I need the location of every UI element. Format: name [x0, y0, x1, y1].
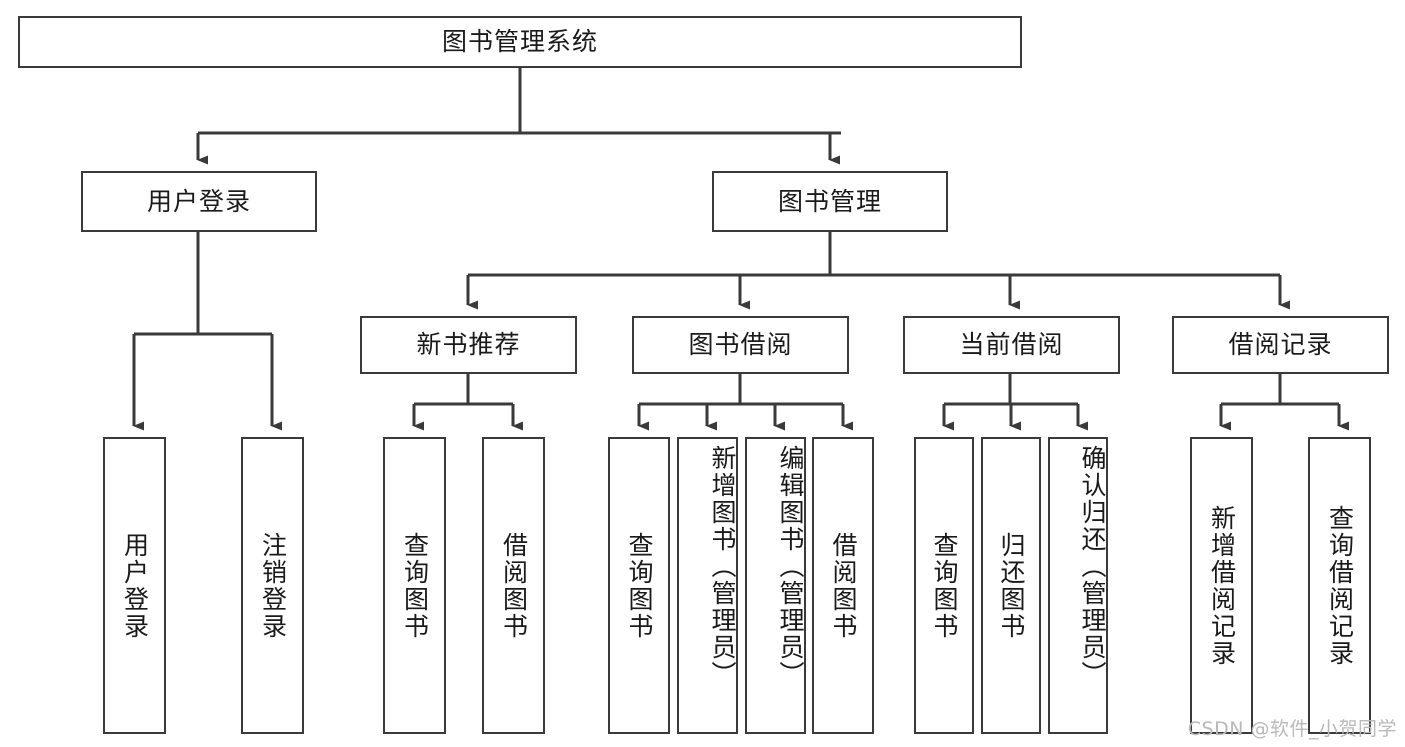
- leaf-node-confirm-return-admin[interactable]: 确认归还（管理员）: [1048, 437, 1108, 734]
- node-user-login[interactable]: 用户登录: [81, 171, 317, 232]
- leaf-node-user-logout[interactable]: 注销登录: [241, 437, 304, 734]
- leaf-node-return-book[interactable]: 归还图书: [981, 437, 1041, 734]
- leaf-node-query-book-borrow[interactable]: 查询图书: [608, 437, 670, 734]
- leaf-node-query-borrow-record[interactable]: 查询借阅记录: [1308, 437, 1371, 734]
- node-book-borrow[interactable]: 图书借阅: [632, 316, 849, 374]
- node-borrow-record[interactable]: 借阅记录: [1172, 316, 1389, 374]
- leaf-node-edit-book-admin[interactable]: 编辑图书（管理员）: [745, 437, 806, 734]
- leaf-node-add-book-admin[interactable]: 新增图书（管理员）: [677, 437, 738, 734]
- csdn-watermark: CSDN @软件_小贺同学: [1187, 718, 1397, 740]
- leaf-node-query-book-recommend[interactable]: 查询图书: [383, 437, 446, 734]
- node-current-borrow[interactable]: 当前借阅: [903, 316, 1120, 374]
- leaf-node-add-borrow-record[interactable]: 新增借阅记录: [1190, 437, 1253, 734]
- node-new-book-recommend[interactable]: 新书推荐: [360, 316, 577, 374]
- node-root-system[interactable]: 图书管理系统: [18, 16, 1022, 68]
- leaf-node-borrow-book-recommend[interactable]: 借阅图书: [482, 437, 545, 734]
- node-book-manage[interactable]: 图书管理: [712, 171, 948, 232]
- leaf-node-query-book-current[interactable]: 查询图书: [914, 437, 974, 734]
- leaf-node-borrow-book-borrow[interactable]: 借阅图书: [812, 437, 874, 734]
- leaf-node-user-login[interactable]: 用户登录: [103, 437, 166, 734]
